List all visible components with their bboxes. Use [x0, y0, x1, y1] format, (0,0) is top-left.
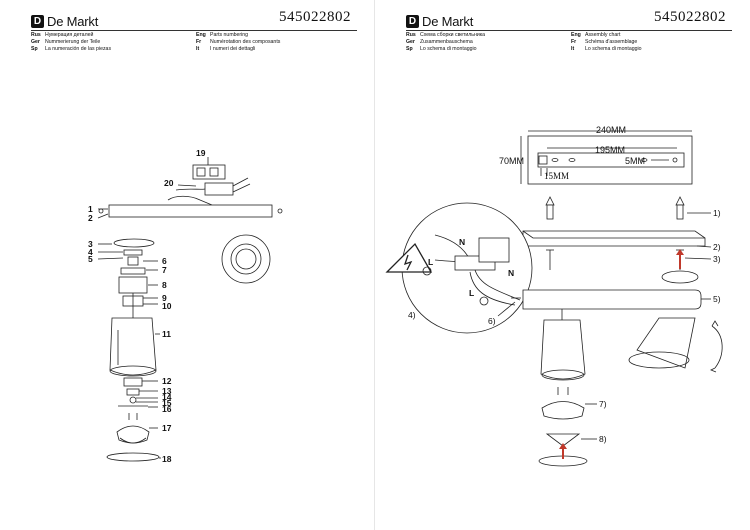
step-3-label: 3)	[713, 254, 721, 264]
part-label-3: 3	[88, 239, 93, 249]
dim-slot-width: 5MM	[625, 156, 645, 166]
part-number-labels: 1 2 3 4 5 6 7 8 9 10 11 12 13 14 15 16 1…	[88, 148, 206, 464]
logo-text: De Markt	[47, 14, 99, 29]
part-label-2: 2	[88, 213, 93, 223]
parts-exploded-drawing: 1 2 3 4 5 6 7 8 9 10 11 12 13 14 15 16 1…	[88, 148, 283, 464]
part-label-19: 19	[196, 148, 206, 158]
part-label-7: 7	[162, 265, 167, 275]
product-code-right: 545022802	[654, 9, 726, 25]
part-label-14: 14	[162, 392, 172, 402]
step-5-label: 5)	[713, 294, 721, 304]
part-label-10: 10	[162, 301, 172, 311]
part-label-5: 5	[88, 254, 93, 264]
dim-length: 240MM	[596, 125, 626, 135]
header-rule-right	[406, 30, 732, 31]
page-divider	[374, 0, 375, 530]
brand-logo-right: D De Markt	[406, 14, 473, 29]
dim-height: 70MM	[499, 156, 524, 166]
part-label-8: 8	[162, 280, 167, 290]
part-label-17: 17	[162, 423, 172, 433]
part-label-1: 1	[88, 204, 93, 214]
step-6-label: 6)	[488, 316, 496, 326]
assembly-drawing: 240MM 70MM 195MM 15MM 5MM N L N L 1) 2) …	[385, 125, 723, 467]
product-code: 545022802	[279, 9, 351, 25]
step-4-label: 4)	[408, 310, 416, 320]
part-label-12: 12	[162, 376, 172, 386]
part-label-16: 16	[162, 404, 172, 414]
part-label-4: 4	[88, 247, 93, 257]
wire-neutral-label-2: N	[508, 268, 514, 278]
logo-mark-right: D	[406, 15, 419, 28]
logo-text-right: De Markt	[422, 14, 474, 29]
dim-edge-offset: 15MM	[544, 171, 569, 181]
part-label-13: 13	[162, 386, 172, 396]
step-8-label: 8)	[599, 434, 607, 444]
logo-mark: D	[31, 15, 44, 28]
step-7-label: 7)	[599, 399, 607, 409]
part-label-6: 6	[162, 256, 167, 266]
part-label-18: 18	[162, 454, 172, 464]
wire-live-label-2: L	[469, 288, 474, 298]
wire-neutral-label-1: N	[459, 237, 465, 247]
step-2-label: 2)	[713, 242, 721, 252]
dimension-outline	[527, 135, 693, 185]
wire-live-label-1: L	[428, 257, 433, 267]
header-rule	[31, 30, 357, 31]
part-label-15: 15	[162, 398, 172, 408]
brand-logo: D De Markt	[31, 14, 98, 29]
dim-hole-spacing: 195MM	[595, 145, 625, 155]
part-label-9: 9	[162, 293, 167, 303]
step-1-label: 1)	[713, 208, 721, 218]
part-label-20: 20	[164, 178, 174, 188]
part-label-11: 11	[162, 329, 171, 339]
